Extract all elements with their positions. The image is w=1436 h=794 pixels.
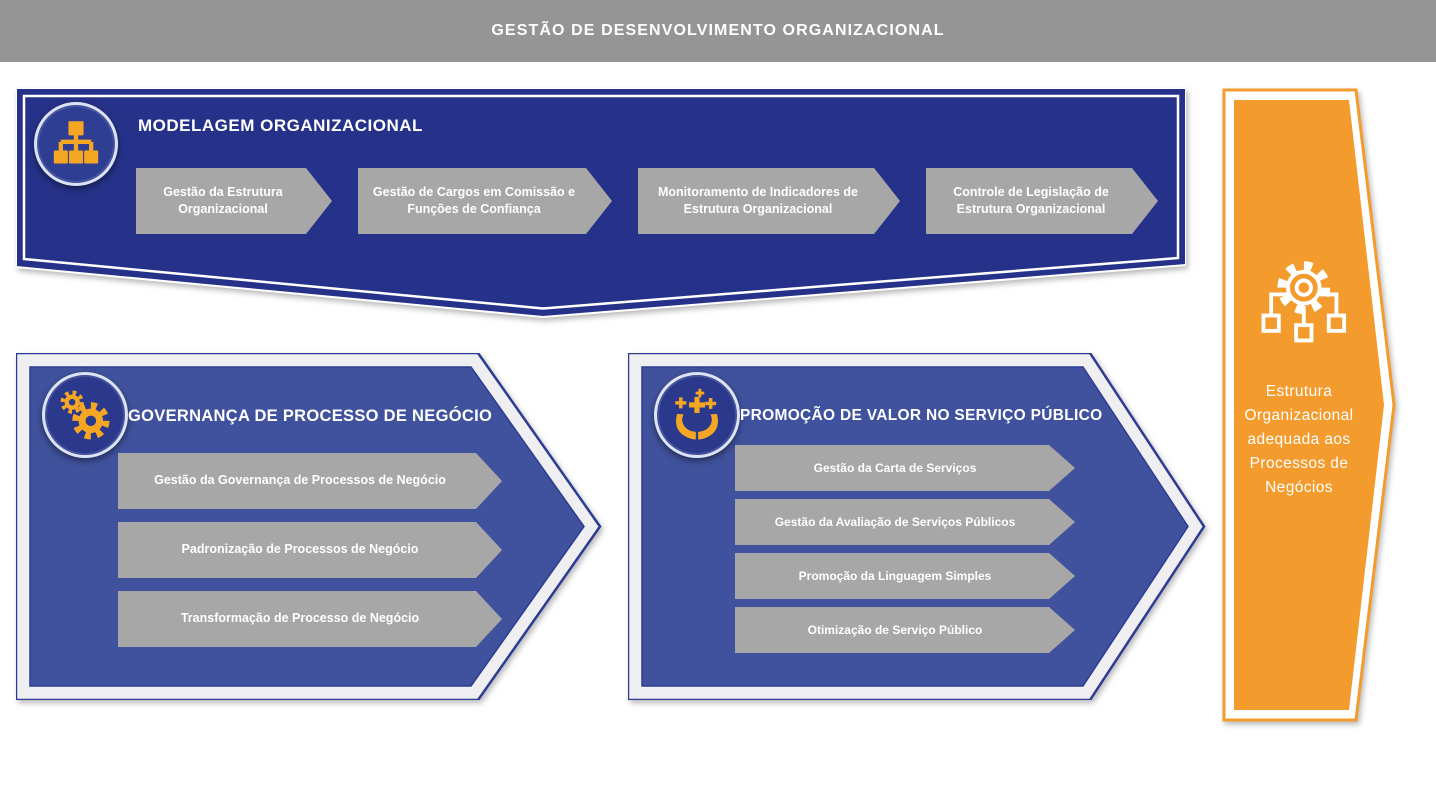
- panel-governanca: GOVERNANÇA DE PROCESSO DE NEGÓCIO Gestão…: [16, 353, 608, 700]
- process-chevron: Gestão da Carta de Serviços: [735, 445, 1075, 491]
- process-chevron-label: Promoção da Linguagem Simples: [798, 568, 992, 583]
- hands-sparkles-icon: [654, 372, 740, 458]
- page-title: GESTÃO DE DESENVOLVIMENTO ORGANIZACIONAL: [491, 22, 945, 39]
- banner-title: MODELAGEM ORGANIZACIONAL: [138, 116, 423, 135]
- process-chevron: Gestão da Estrutura Organizacional: [136, 168, 332, 234]
- process-chevron: Otimização de Serviço Público: [735, 607, 1075, 653]
- banner-section-modelagem: MODELAGEM ORGANIZACIONAL Gestão da Estru…: [16, 88, 1186, 330]
- process-chevron-label: Gestão da Estrutura Organizacional: [163, 184, 283, 216]
- outcome-panel: Estrutura Organizacional adequada aos Pr…: [1222, 88, 1400, 722]
- process-chevron: Padronização de Processos de Negócio: [118, 522, 502, 578]
- process-chevron: Promoção da Linguagem Simples: [735, 553, 1075, 599]
- process-chevron-label: Gestão de Cargos em Comissão e Funções d…: [372, 184, 576, 216]
- hands-sparkles-icon-glyph: [675, 388, 718, 440]
- org-chart-icon-glyph: [53, 121, 99, 164]
- panel-title: GOVERNANÇA DE PROCESSO DE NEGÓCIO: [128, 407, 493, 425]
- process-chevron-label: Controle de Legislação de Estrutura Orga…: [953, 184, 1109, 216]
- process-chevron-label: Otimização de Serviço Público: [807, 622, 983, 637]
- process-chevron-label: Transformação de Processo de Negócio: [180, 611, 420, 626]
- outcome-shape: [1222, 88, 1396, 722]
- panel-title: PROMOÇÃO DE VALOR NO SERVIÇO PÚBLICO: [740, 407, 1103, 424]
- gear-org-chart-icon: [1261, 261, 1347, 343]
- process-chevron: Gestão da Avaliação de Serviços Públicos: [735, 499, 1075, 545]
- process-chevron: Transformação de Processo de Negócio: [118, 591, 502, 647]
- page-header: GESTÃO DE DESENVOLVIMENTO ORGANIZACIONAL: [0, 0, 1436, 62]
- panel-chevron-list: Gestão da Governança de Processos de Neg…: [118, 453, 502, 660]
- process-chevron-label: Padronização de Processos de Negócio: [181, 542, 419, 557]
- gears-icon-glyph: [60, 390, 110, 440]
- org-chart-icon: [34, 102, 118, 186]
- process-chevron-label: Gestão da Governança de Processos de Neg…: [154, 473, 446, 488]
- process-chevron: Monitoramento de Indicadores de Estrutur…: [638, 168, 900, 234]
- panel-promocao: PROMOÇÃO DE VALOR NO SERVIÇO PÚBLICO Ges…: [628, 353, 1218, 700]
- process-chevron-label: Gestão da Carta de Serviços: [813, 460, 977, 475]
- process-chevron-label: Gestão da Avaliação de Serviços Públicos: [774, 514, 1016, 529]
- process-chevron-label: Monitoramento de Indicadores de Estrutur…: [657, 184, 859, 216]
- outcome-text: Estrutura Organizacional adequada aos Pr…: [1244, 383, 1354, 497]
- process-chevron: Gestão de Cargos em Comissão e Funções d…: [358, 168, 612, 234]
- process-chevron: Gestão da Governança de Processos de Neg…: [118, 453, 502, 509]
- panel-chevron-list: Gestão da Carta de Serviços Gestão da Av…: [735, 445, 1075, 661]
- gears-icon: [42, 372, 128, 458]
- process-chevron: Controle de Legislação de Estrutura Orga…: [926, 168, 1158, 234]
- banner-chevron-list: Gestão da Estrutura Organizacional Gestã…: [136, 168, 1158, 234]
